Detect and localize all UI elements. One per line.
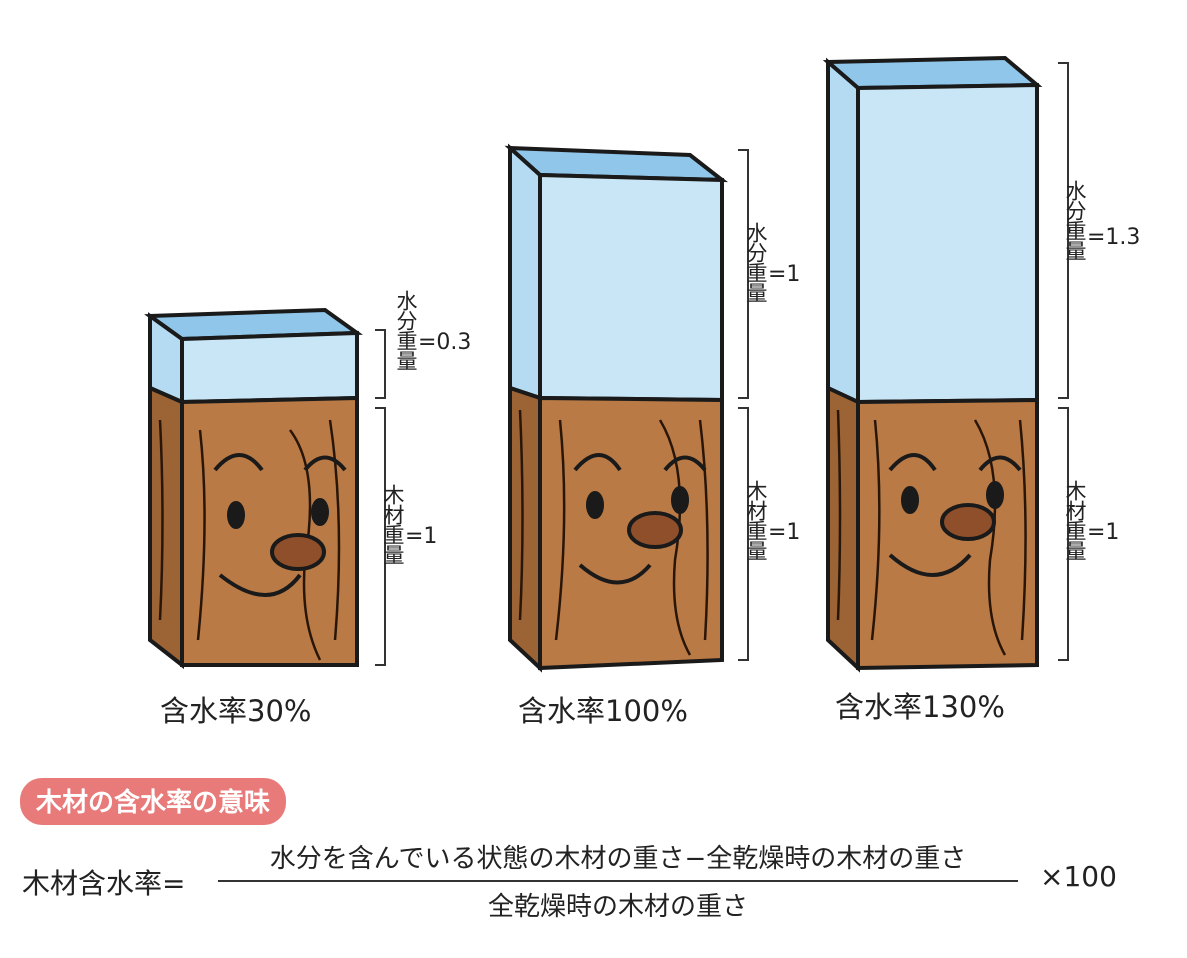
block3-water-top xyxy=(822,55,1043,91)
block2-face xyxy=(573,453,707,585)
block1-caption: 含水率30% xyxy=(160,694,312,728)
block3-water-front xyxy=(856,82,1039,405)
blocks-illustration xyxy=(144,55,1069,673)
bracket-block2-wood xyxy=(738,407,749,661)
block2-water-label: 水分重量 xyxy=(744,222,768,302)
block2-water-side xyxy=(508,143,542,401)
bracket-block1-wood xyxy=(375,407,386,666)
block2-water-front xyxy=(538,172,724,403)
formula-numerator: 水分を含んでいる状態の木材の重さ−全乾燥時の木材の重さ xyxy=(269,844,967,874)
block3-wood-value: =1 xyxy=(1087,520,1120,545)
brackets xyxy=(375,62,1069,666)
block3-wood-label: 木材重量 xyxy=(1063,480,1087,560)
section-badge: 木材の含水率の意味 xyxy=(20,778,287,825)
formula-lhs: 木材含水率= xyxy=(22,867,186,900)
block2-water-value: =1 xyxy=(768,262,801,287)
block2-wood-value: =1 xyxy=(768,520,801,545)
block1-water-value: =0.3 xyxy=(418,330,472,355)
block3-water-side xyxy=(826,57,860,406)
block-130-percent xyxy=(822,55,1043,673)
block3-water-value: =1.3 xyxy=(1087,225,1141,250)
formula-denominator: 全乾燥時の木材の重さ xyxy=(487,892,748,922)
block1-wood-label: 木材重量 xyxy=(381,484,405,564)
block3-face xyxy=(888,453,1022,577)
formula-multiplier: ×100 xyxy=(1040,860,1117,893)
bracket-block3-water xyxy=(1058,62,1069,399)
block3-wood-side xyxy=(826,384,860,673)
bracket-block2-water xyxy=(738,149,749,399)
block1-wood-value: =1 xyxy=(405,524,438,549)
fraction-bar xyxy=(218,880,1018,882)
block3-caption: 含水率130% xyxy=(835,690,1005,724)
block1-wood-front xyxy=(180,395,359,667)
bracket-block3-wood xyxy=(1058,407,1069,661)
block1-water-label: 水分重量 xyxy=(394,290,418,370)
block1-wood-side xyxy=(148,384,184,670)
block2-wood-side xyxy=(508,385,542,673)
block3-wood-grain xyxy=(836,409,1027,656)
block-30-percent xyxy=(144,307,363,670)
block1-water-front xyxy=(180,330,359,405)
block1-face xyxy=(213,453,347,597)
block2-wood-grain xyxy=(518,409,709,656)
block-100-percent xyxy=(504,143,729,673)
block3-water-label: 水分重量 xyxy=(1063,180,1087,260)
block2-wood-label: 木材重量 xyxy=(744,480,768,560)
bracket-block1-water xyxy=(375,329,386,399)
block2-caption: 含水率100% xyxy=(518,694,688,728)
